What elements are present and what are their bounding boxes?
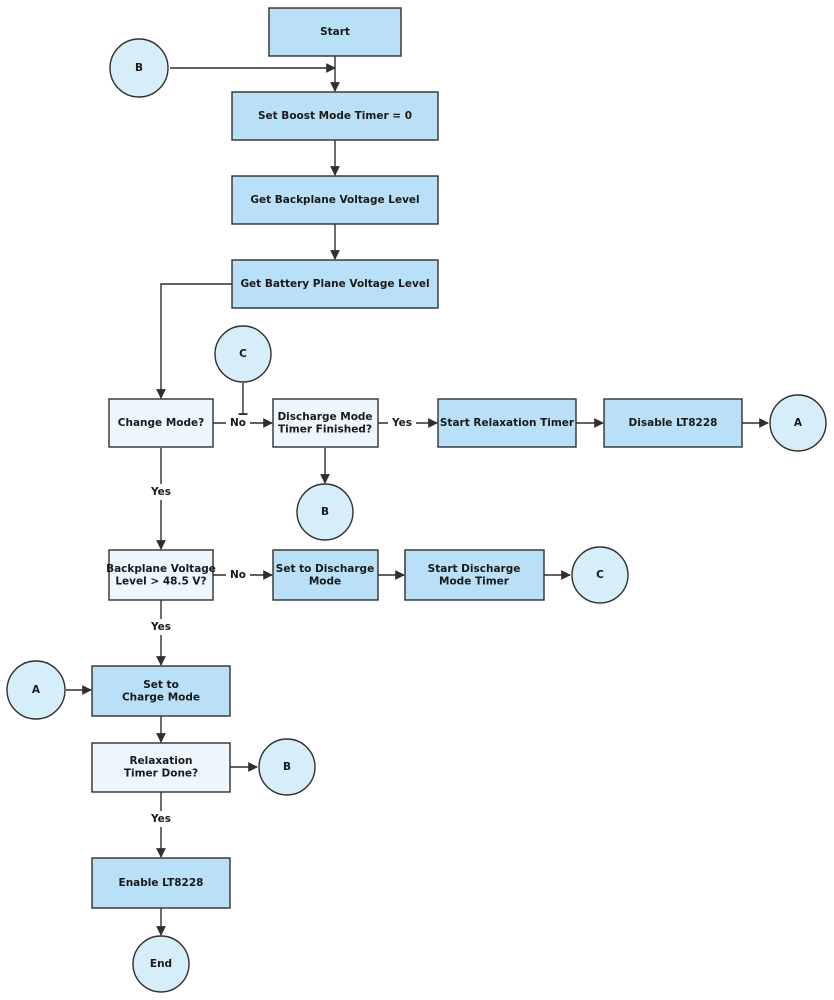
node-label-line: Level > 48.5 V?	[115, 575, 206, 587]
connector-label: A	[794, 417, 803, 429]
connector-a: A	[769, 394, 827, 452]
node-label-line: Charge Mode	[122, 691, 200, 703]
edge-label-no: No	[230, 417, 246, 429]
connector-a: A	[6, 660, 66, 720]
node-label-line: End	[150, 958, 172, 970]
node-label-line: Discharge Mode	[277, 411, 372, 423]
start-relaxation-timer-node: Start Relaxation Timer	[437, 398, 577, 448]
nodes: Start Set Boost Mode Timer = 0 Get Backp…	[91, 7, 743, 909]
node-label: Change Mode?	[118, 417, 204, 429]
node-label: End	[150, 958, 172, 970]
edge-label-yes: Yes	[150, 621, 171, 633]
connectors: B C A B C A B End	[6, 38, 827, 993]
connector-label: B	[283, 761, 291, 773]
node-label: Get Backplane Voltage Level	[250, 194, 419, 206]
get-battery-plane-voltage-node: Get Battery Plane Voltage Level	[231, 259, 439, 309]
edge-label-yes: Yes	[391, 417, 412, 429]
enable-lt8228-node: Enable LT8228	[91, 857, 231, 909]
change-mode-decision: Change Mode?	[108, 398, 214, 448]
node-label-line: Get Backplane Voltage Level	[250, 194, 419, 206]
set-boost-mode-timer-node: Set Boost Mode Timer = 0	[231, 91, 439, 141]
node-label-line: Set to Discharge	[276, 563, 374, 575]
node-label: Set Boost Mode Timer = 0	[258, 110, 412, 122]
node-label-line: Timer Finished?	[278, 423, 372, 435]
node-label: Disable LT8228	[629, 417, 718, 429]
node-label-line: Timer Done?	[124, 767, 198, 779]
connector-label: B	[135, 62, 143, 74]
node-label: Start	[320, 26, 350, 38]
node-label-line: Disable LT8228	[629, 417, 718, 429]
node-label-line: Backplane Voltage	[106, 563, 216, 575]
connector-c: C	[571, 546, 629, 604]
edge-label-yes: Yes	[150, 486, 171, 498]
disable-lt8228-node: Disable LT8228	[603, 398, 743, 448]
connector-b: B	[109, 38, 169, 98]
flow-line	[156, 283, 232, 399]
node-label: Get Battery Plane Voltage Level	[240, 278, 429, 290]
end-node: End	[132, 935, 190, 993]
connector-b: B	[258, 738, 316, 796]
get-backplane-voltage-node: Get Backplane Voltage Level	[231, 175, 439, 225]
node-label-line: Set to	[143, 679, 179, 691]
node-label-line: Start Discharge	[428, 563, 521, 575]
edge-labels: No Yes Yes No Yes Yes	[146, 415, 416, 827]
node-label-line: Mode Timer	[439, 575, 510, 587]
edge-label-no: No	[230, 569, 246, 581]
connector-label: C	[596, 569, 604, 581]
node-label-line: Get Battery Plane Voltage Level	[240, 278, 429, 290]
node-label-line: Start	[320, 26, 350, 38]
connector-label: C	[239, 348, 247, 360]
node-label-line: Start Relaxation Timer	[440, 417, 575, 429]
node-label: Enable LT8228	[119, 877, 204, 889]
node-label-line: Enable LT8228	[119, 877, 204, 889]
connector-b: B	[296, 483, 354, 541]
start-node: Start	[268, 7, 402, 57]
connector-label: B	[321, 506, 329, 518]
node-label-line: Change Mode?	[118, 417, 204, 429]
node-label-line: Relaxation	[129, 755, 192, 767]
connector-label: A	[32, 684, 41, 696]
node-label-line: Set Boost Mode Timer = 0	[258, 110, 412, 122]
node-label: Start Relaxation Timer	[440, 417, 575, 429]
connector-c: C	[214, 325, 272, 383]
edge-label-yes: Yes	[150, 813, 171, 825]
node-label-line: Mode	[309, 575, 341, 587]
